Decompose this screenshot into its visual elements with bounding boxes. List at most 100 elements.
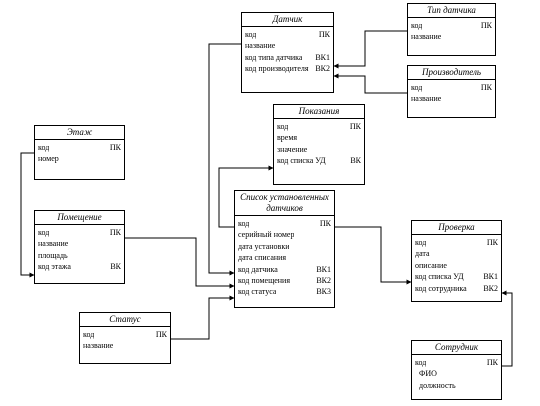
field-key: ВК	[110, 262, 121, 272]
entity-title: Помещение	[35, 211, 124, 225]
link-sotrudnik-to-proverka	[501, 290, 513, 367]
field-key: ПК	[109, 228, 121, 237]
entity-title: Датчик	[242, 13, 333, 27]
field-key: ВК2	[483, 283, 498, 293]
entity-title: Список установленных датчиков	[235, 191, 334, 216]
link-datchik-to-spisok	[208, 43, 241, 276]
field-row: код ПК	[38, 227, 121, 238]
field-name: код списка УД	[277, 156, 326, 166]
field-name: код	[238, 219, 250, 228]
link-tip-to-datchik	[333, 30, 407, 69]
field-key	[359, 144, 361, 155]
link-spisok-to-proverka	[335, 226, 412, 285]
field-name: код	[415, 358, 427, 367]
entity-title: Показания	[274, 105, 364, 119]
field-row: описание	[415, 260, 498, 271]
field-name: код списка УД	[415, 272, 464, 282]
field-name: код датчика	[238, 264, 278, 274]
field-name: код	[415, 238, 427, 247]
entity-pomeshchenie[interactable]: Помещение код ПК название площадь код эта…	[34, 210, 125, 284]
field-name: дата списания	[238, 253, 287, 263]
field-name: площадь	[38, 250, 68, 260]
field-row: название	[83, 340, 167, 351]
field-name: серийный номер	[238, 230, 295, 240]
field-key	[496, 260, 498, 271]
field-key: ВК2	[316, 276, 331, 286]
field-row: код типа датчика ВК1	[245, 52, 330, 63]
field-key: ВК1	[315, 52, 330, 62]
entity-pokazaniya[interactable]: Показания код ПК время значение код списк…	[273, 104, 365, 185]
field-row: площадь	[38, 250, 121, 261]
field-name: код	[38, 143, 50, 152]
field-key: ПК	[486, 238, 498, 247]
field-key: ВК1	[316, 264, 331, 274]
field-name: код	[277, 122, 289, 131]
field-row: название	[245, 40, 330, 51]
field-row: номер	[38, 153, 121, 164]
field-row: код списка УД ВК	[277, 155, 361, 166]
field-row: код ПК	[411, 20, 492, 31]
field-row: дата установки	[238, 241, 331, 252]
entity-spisok-ustanovlennyh-datchikov[interactable]: Список установленных датчиков код ПК сери…	[234, 190, 335, 308]
field-name: код	[38, 228, 50, 237]
field-key	[165, 340, 167, 351]
field-row: название	[38, 238, 121, 249]
field-name: название	[38, 239, 69, 249]
field-key	[329, 241, 331, 252]
field-name: должность	[419, 380, 456, 390]
field-key: ПК	[319, 219, 331, 228]
field-name: время	[277, 133, 298, 143]
field-name: название	[411, 94, 442, 104]
field-name: код	[83, 330, 95, 339]
field-key	[496, 380, 498, 391]
field-name: название	[411, 32, 442, 42]
field-row: код ПК	[38, 142, 121, 153]
field-name: дата	[415, 249, 430, 259]
field-key: ПК	[155, 330, 167, 339]
field-key	[490, 93, 492, 104]
field-key	[496, 248, 498, 259]
field-key: ПК	[480, 21, 492, 30]
field-name: код типа датчика	[245, 52, 303, 62]
field-name: номер	[38, 154, 59, 164]
field-row: название	[411, 93, 492, 104]
field-row: время	[277, 132, 361, 143]
entity-status[interactable]: Статус код ПК название	[79, 312, 171, 364]
field-name: дата установки	[238, 241, 290, 251]
field-name: код	[411, 21, 423, 30]
field-name: ФИО	[419, 369, 437, 379]
field-key: ПК	[349, 122, 361, 131]
entity-title: Проверка	[412, 221, 501, 235]
field-name: название	[245, 41, 276, 51]
entity-title: Производитель	[408, 66, 495, 80]
field-key	[359, 132, 361, 143]
field-name: код	[411, 83, 423, 92]
field-name: код	[245, 30, 257, 39]
field-row: должность	[415, 380, 498, 391]
entity-proverka[interactable]: Проверка код ПК дата описание код списка …	[411, 220, 502, 302]
field-name: значение	[277, 144, 308, 154]
field-key	[119, 238, 121, 249]
field-key: ВК2	[315, 64, 330, 74]
field-key: ПК	[109, 143, 121, 152]
field-key	[329, 229, 331, 240]
field-key: ВК	[350, 156, 361, 166]
entity-title: Статус	[80, 313, 170, 327]
field-name: код производителя	[245, 64, 309, 74]
field-row: код датчика ВК1	[238, 264, 331, 275]
field-row: код ПК	[83, 329, 167, 340]
link-pomeshchenie-to-spisok	[125, 237, 235, 289]
field-row: название	[411, 31, 492, 42]
